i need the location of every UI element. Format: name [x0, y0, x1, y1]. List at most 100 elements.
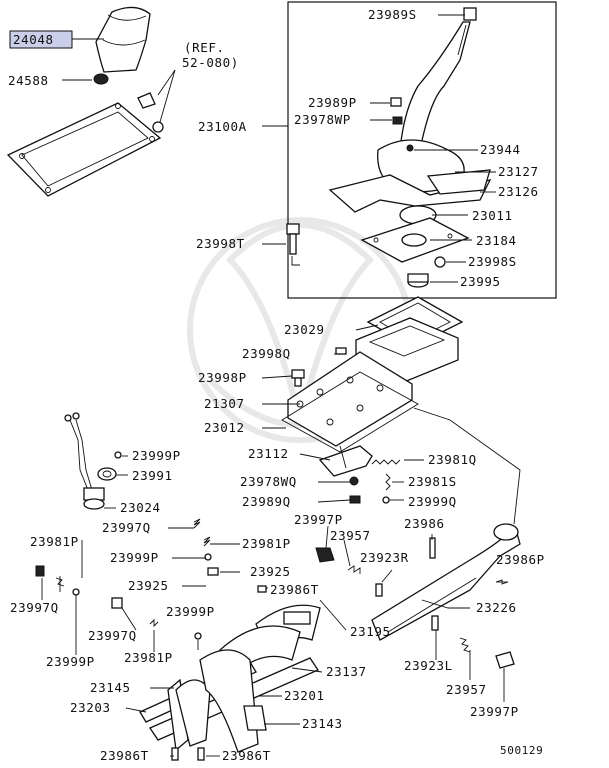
lever-bolt[interactable] — [286, 223, 300, 255]
label-23978WQ[interactable]: 23978WQ — [240, 474, 297, 489]
label-23997Q-b[interactable]: 23997Q — [10, 600, 59, 615]
shift-fork-23143[interactable] — [199, 649, 267, 753]
label-23997Q-c[interactable]: 23997Q — [88, 628, 137, 643]
label-23978WP[interactable]: 23978WP — [294, 112, 351, 127]
label-23981S[interactable]: 23981S — [408, 474, 457, 489]
label-23997P-a[interactable]: 23997P — [294, 512, 343, 527]
shift-knob[interactable] — [95, 6, 151, 73]
plug-23997Q-a[interactable] — [35, 565, 45, 577]
lever-plate[interactable] — [360, 217, 470, 263]
label-23999Q[interactable]: 23999Q — [408, 494, 457, 509]
cover-gasket[interactable] — [281, 371, 419, 453]
pin-23925[interactable] — [207, 567, 219, 576]
plug-23997P[interactable] — [315, 547, 335, 563]
shift-arm-23226[interactable] — [371, 523, 521, 641]
label-23986[interactable]: 23986 — [404, 516, 445, 531]
spring-23981P-b[interactable] — [203, 536, 211, 547]
label-23999P-d[interactable]: 23999P — [46, 654, 95, 669]
ball-23999P-d[interactable] — [194, 632, 202, 640]
ball-23999Q[interactable] — [382, 496, 390, 504]
shift-boot-retainer[interactable] — [6, 92, 164, 197]
label-23925-b[interactable]: 23925 — [250, 564, 291, 579]
label-ref-number[interactable]: 52-080) — [182, 55, 239, 70]
shift-fork-23145[interactable] — [167, 678, 211, 752]
spring-23981S[interactable] — [385, 473, 391, 491]
transfer-case-cover[interactable] — [287, 351, 413, 447]
label-23989P[interactable]: 23989P — [308, 95, 357, 110]
washer-23978WQ[interactable] — [349, 476, 359, 486]
spring-23981Q[interactable] — [371, 459, 401, 465]
detent-pin[interactable] — [114, 451, 122, 459]
plug-23997P-b[interactable] — [495, 651, 515, 669]
pin-23923R[interactable] — [375, 583, 383, 597]
label-23957-b[interactable]: 23957 — [446, 682, 487, 697]
label-23024[interactable]: 23024 — [120, 500, 161, 515]
label-23986T-a[interactable]: 23986T — [270, 582, 319, 597]
label-23012[interactable]: 23012 — [204, 420, 245, 435]
label-23981P-a[interactable]: 23981P — [30, 534, 79, 549]
small-bolt[interactable] — [434, 256, 446, 268]
lever-pin[interactable] — [406, 144, 414, 152]
ball-23999P-b[interactable] — [204, 553, 212, 561]
knob-nut[interactable] — [93, 73, 109, 85]
shift-lever[interactable] — [399, 7, 477, 151]
label-23184[interactable]: 23184 — [476, 233, 517, 248]
spring-23957-b[interactable] — [459, 637, 471, 653]
label-23991[interactable]: 23991 — [132, 468, 173, 483]
label-23989Q[interactable]: 23989Q — [242, 494, 291, 509]
pin-23986T-b[interactable] — [171, 747, 179, 761]
ball-23999P-c[interactable] — [72, 588, 80, 596]
label-24048[interactable]: 24048 — [9, 30, 73, 49]
label-23201[interactable]: 23201 — [284, 688, 325, 703]
label-23137[interactable]: 23137 — [326, 664, 367, 679]
label-23145[interactable]: 23145 — [90, 680, 131, 695]
label-23997Q-a[interactable]: 23997Q — [102, 520, 151, 535]
shift-bracket[interactable] — [318, 445, 373, 477]
label-23127[interactable]: 23127 — [498, 164, 539, 179]
label-23226[interactable]: 23226 — [476, 600, 517, 615]
label-24588[interactable]: 24588 — [8, 73, 49, 88]
label-23997P-b[interactable]: 23997P — [470, 704, 519, 719]
spring-23957[interactable] — [347, 565, 361, 574]
label-23998Q[interactable]: 23998Q — [242, 346, 291, 361]
label-23999P-a[interactable]: 23999P — [132, 448, 181, 463]
bolt-small[interactable] — [335, 347, 347, 355]
label-23944[interactable]: 23944 — [480, 142, 521, 157]
label-23143[interactable]: 23143 — [302, 716, 343, 731]
label-23999P-b[interactable]: 23999P — [110, 550, 159, 565]
label-23126[interactable]: 23126 — [498, 184, 539, 199]
pin-23923L[interactable] — [431, 615, 439, 631]
label-23981Q[interactable]: 23981Q — [428, 452, 477, 467]
label-23999P-c[interactable]: 23999P — [166, 604, 215, 619]
bushing-cup[interactable] — [407, 273, 429, 288]
label-23957-a[interactable]: 23957 — [330, 528, 371, 543]
label-23925-a[interactable]: 23925 — [128, 578, 169, 593]
label-23989S[interactable]: 23989S — [368, 7, 417, 22]
label-23923R[interactable]: 23923R — [360, 550, 409, 565]
lever-washer[interactable] — [392, 116, 403, 125]
spring-23981P-a[interactable] — [193, 518, 201, 529]
label-23986P[interactable]: 23986P — [496, 552, 545, 567]
label-23203[interactable]: 23203 — [70, 700, 111, 715]
plug-23997Q-b[interactable] — [111, 597, 123, 609]
label-23995[interactable]: 23995 — [460, 274, 501, 289]
label-23998S[interactable]: 23998S — [468, 254, 517, 269]
label-23011[interactable]: 23011 — [472, 208, 513, 223]
label-23981P-c[interactable]: 23981P — [124, 650, 173, 665]
pin-23986T-c[interactable] — [197, 747, 205, 761]
label-23195[interactable]: 23195 — [350, 624, 391, 639]
spring-23981P-d[interactable] — [149, 618, 159, 628]
lever-bushing[interactable] — [390, 97, 402, 107]
bolt-23989Q[interactable] — [349, 495, 361, 504]
label-21307[interactable]: 21307 — [204, 396, 245, 411]
seal-23991[interactable] — [97, 467, 117, 481]
label-23100A[interactable]: 23100A — [198, 119, 247, 134]
label-23998P[interactable]: 23998P — [198, 370, 247, 385]
label-23029[interactable]: 23029 — [284, 322, 325, 337]
label-23986T-b[interactable]: 23986T — [100, 748, 149, 763]
label-23112[interactable]: 23112 — [248, 446, 289, 461]
shift-lever-housing[interactable] — [328, 139, 492, 225]
label-23986T-c[interactable]: 23986T — [222, 748, 271, 763]
cover-bolt[interactable] — [291, 369, 305, 387]
pin-23986T-a[interactable] — [257, 585, 267, 593]
